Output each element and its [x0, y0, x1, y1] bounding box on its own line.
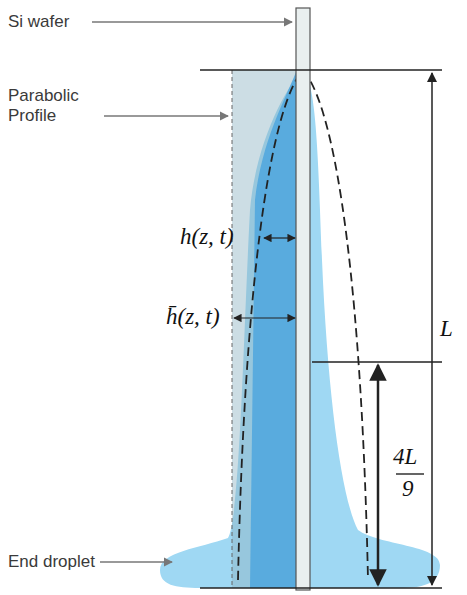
hbar-arrow	[234, 317, 295, 318]
part-label: Si wafer	[8, 12, 69, 32]
h-arrow	[264, 237, 295, 238]
height-dimension	[377, 365, 380, 585]
leader-arrow	[104, 115, 228, 116]
film-thickness	[250, 72, 296, 588]
mid-line	[312, 361, 442, 363]
dimension-label: h(z, t)	[180, 224, 234, 250]
leader-arrow	[92, 21, 292, 22]
si-wafer	[296, 8, 310, 590]
leader-arrow	[100, 561, 172, 562]
part-label: End droplet	[8, 552, 95, 572]
length-dimension	[431, 73, 433, 585]
dimension-label: 4L	[393, 444, 417, 470]
top-line	[200, 69, 442, 71]
fraction-bar	[396, 473, 424, 474]
parabolic-edge	[232, 70, 233, 588]
bottom-line	[200, 587, 442, 589]
parabolic-region	[232, 70, 296, 588]
dimension-label: 9	[402, 476, 414, 502]
dimension-label: L	[440, 316, 453, 342]
dimension-label: h̄(z, t)	[166, 304, 220, 330]
part-label: Parabolic Profile	[8, 86, 100, 125]
